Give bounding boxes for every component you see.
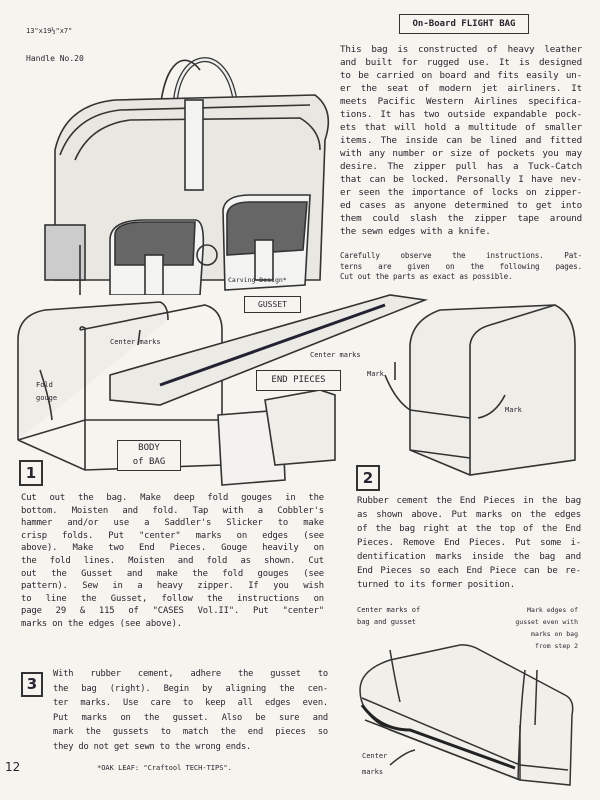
caption-line: Center marks of: [357, 606, 421, 614]
intro-line: the sewn edges with a knife.: [340, 226, 491, 237]
intro-line: er seen the importance of locks on zippe…: [340, 187, 582, 198]
center-marks-bottom-caption: Center marks: [362, 748, 387, 780]
step-line: mark the gussets to match the end pieces…: [53, 727, 328, 737]
intro-line: meets Pacific Western Airlines specifica…: [340, 96, 582, 107]
intro-paragraph: This bag is constructed of heavy leather…: [340, 43, 582, 238]
step-line: crisp folds. Put "center" marks on edges…: [21, 530, 324, 541]
caption-line: marks on bag: [531, 630, 578, 638]
end-pieces-label: END PIECES: [256, 370, 341, 391]
step-line: page 29 & 115 of "CASES Vol.II". Put "ce…: [21, 606, 324, 617]
intro-line: and built for rugged use. It is designed: [340, 57, 582, 68]
intro-line: desire. The zipper pull has a Tuck-Catch: [340, 161, 582, 172]
step-2-text: Rubber cement the End Pieces in the bag …: [357, 494, 581, 592]
intro-line: tions. It has two outside expandable poc…: [340, 109, 582, 120]
step-line: Pieces. Remove End Pieces. Put some i-: [357, 538, 581, 548]
intro-line: that can be locked. Personally I have ne…: [340, 174, 582, 185]
body-label-line: BODY: [138, 443, 160, 453]
gusset-label: GUSSET: [244, 296, 301, 313]
step-line: of the bag right at the top of the End: [357, 524, 581, 534]
gusset-assembly-illustration: [359, 644, 574, 786]
caption-line: marks: [362, 768, 384, 776]
caption-line: Mark edges of: [527, 606, 578, 614]
caption-line: Center: [362, 752, 388, 760]
instructions-line: Cut out the parts as exact as possible.: [340, 272, 513, 281]
body-label-line: of BAG: [132, 457, 166, 467]
instructions-line: Carefully observe the instructions. Pat-: [340, 251, 582, 260]
caption-line: bag and gusset: [357, 618, 417, 626]
step-line: the fold lines. Moisten and fold as show…: [21, 555, 324, 566]
mark-label: Mark: [367, 370, 384, 378]
step-3-text: With rubber cement, adhere the gusset to…: [53, 667, 328, 754]
step-line: turned to its former position.: [357, 580, 516, 590]
step-line: With rubber cement, adhere the gusset to: [53, 669, 328, 679]
intro-line: er the seat of modern jet airliners. It: [340, 83, 582, 94]
step-line: hammer and/or use a Saddler's Slicker to…: [21, 518, 324, 529]
step-line: as shown above. Put marks on the edges: [357, 510, 581, 520]
page-number: 12: [5, 760, 21, 774]
handle-number: Handle No.20: [26, 54, 84, 63]
step-1-text: Cut out the bag. Make deep fold gouges i…: [21, 492, 324, 631]
step-line: End Pieces so each End Piece can be re-: [357, 566, 581, 576]
step-line: dentification marks inside the bag and: [357, 552, 581, 562]
step-line: Put marks on the gusset. Also be sure an…: [53, 712, 328, 723]
center-marks-label: Center marks: [310, 351, 361, 359]
step-line: bottom. Moisten and fold. Tap with a Cob…: [21, 505, 324, 516]
step-line: Cut out the bag. Make deep fold gouges i…: [21, 493, 324, 503]
instructions-paragraph: Carefully observe the instructions. Pat-…: [340, 251, 582, 283]
center-marks-label: Center marks: [110, 338, 161, 346]
page-title: On-Board FLIGHT BAG: [399, 14, 529, 34]
step-2-number: 2: [356, 465, 380, 491]
caption-line: from step 2: [534, 642, 578, 650]
intro-line: This bag is constructed of heavy leather: [340, 44, 582, 55]
step-line: to line the Gusset, follow the instructi…: [21, 593, 324, 604]
step-line: marks on the edges (see above).: [21, 618, 182, 629]
step-line: ter marks. Use care to keep all edges ev…: [53, 698, 328, 708]
step-3-number: 3: [21, 672, 43, 697]
step-line: they do not get sewn to the wrong ends.: [53, 741, 252, 752]
carving-design-caption: Carving Design*: [228, 276, 287, 284]
intro-line: ed cases as anyone determined to get int…: [340, 200, 582, 211]
body-of-bag-label: BODY of BAG: [117, 440, 181, 471]
step-line: the bag (right). Begin by aligning the c…: [53, 683, 328, 694]
intro-line: items. The inside can be lined and fitte…: [340, 135, 582, 146]
step-line: pattern). Sew in a heavy zipper. If you …: [21, 581, 324, 592]
center-marks-caption: Center marks of bag and gusset: [357, 604, 420, 628]
fold-gouge-label: gouge: [36, 394, 58, 402]
fold-gouge-label: Fold: [36, 381, 53, 389]
instructions-line: terns are given on the following pages.: [340, 261, 582, 271]
mark-label: Mark: [505, 406, 522, 414]
intro-line: to be carried on board and fits easily u…: [340, 70, 582, 81]
bag-dimensions: 13"x19½"x7": [26, 27, 73, 35]
assembly-diagram-parts: [17, 294, 576, 486]
step-line: out the Gusset and make the fold gouges …: [21, 568, 324, 579]
intro-line: with any number or size of pockets you m…: [340, 148, 582, 159]
flight-bag-illustration: [44, 57, 330, 295]
caption-line: gusset even with: [515, 618, 578, 626]
intro-line: them could slash the zipper tape around: [340, 213, 582, 224]
footnote: *OAK LEAF: "Craftool TECH-TIPS".: [97, 764, 232, 772]
step-line: Rubber cement the End Pieces in the bag: [357, 496, 581, 506]
mark-edges-caption: Mark edges of gusset even with marks on ba…: [515, 604, 578, 652]
step-1-number: 1: [19, 460, 43, 486]
step-line: above). Make two End Pieces. Gouge heavi…: [21, 543, 324, 554]
intro-line: ets that will hold a multitude of smalle…: [340, 122, 582, 133]
